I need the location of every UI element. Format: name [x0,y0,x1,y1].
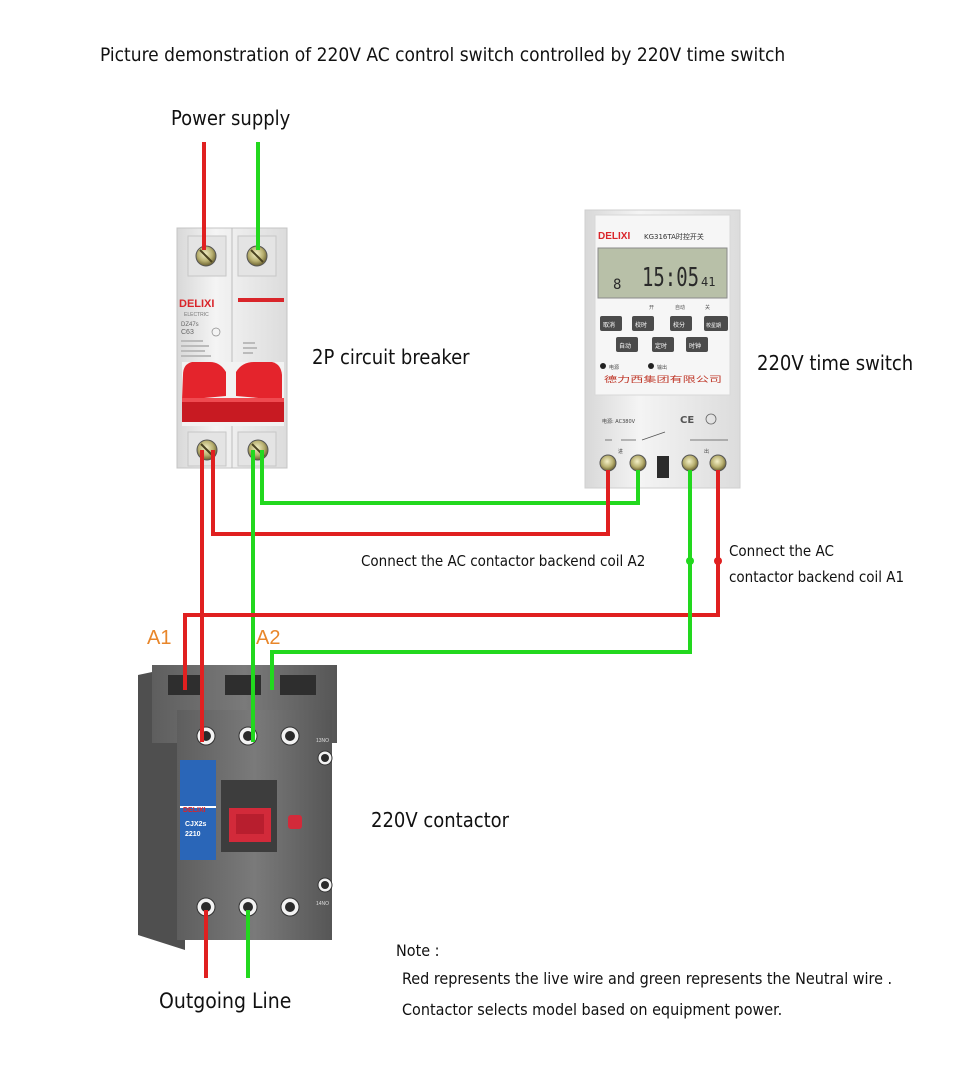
diagram-title: Picture demonstration of 220V AC control… [100,44,786,66]
timer-top-label-2: 自动 [675,304,685,311]
timer-button-4[interactable] [704,316,728,331]
breaker-handle-right [236,362,282,400]
coil-a1-label-line2: contactor backend coil A1 [729,568,905,586]
time-switch-label: 220V time switch [757,351,914,375]
breaker-label: 2P circuit breaker [312,345,470,369]
timer-button-5[interactable] [616,337,638,352]
timer-led-label-2: 输出 [657,364,667,371]
coil-a1-marker [714,557,722,565]
breaker-sub: ELECTRIC [184,312,209,318]
power-supply-label: Power supply [171,106,291,130]
contactor-label: 220V contactor [371,808,510,832]
terminal-a1-label: A1 [147,627,171,649]
contactor-no-bottom: 14NO [316,901,329,907]
timer-button-2-label: 校时 [635,321,647,329]
coil-a2-label: Connect the AC contactor backend coil A2 [361,552,646,570]
timer-in-label: 进 [618,448,623,455]
timer-ccc-icon [705,413,717,425]
timer-display-sec: 41 [701,275,715,289]
contactor-rating: 2210 [185,831,201,838]
breaker-to-timer-live [211,450,610,536]
breaker-specs [181,340,257,357]
circuit-breaker: DELIXI ELECTRIC DZ47s C63 [176,227,288,469]
note-line-1: Red represents the live wire and green r… [402,969,893,988]
breaker-handle-left [182,362,226,400]
timer-to-coil-a1 [183,470,720,690]
timer-out-label: 出 [704,448,709,455]
timer-brand: DELIXI [598,231,630,242]
coil-a1-label-line1: Connect the AC [729,542,834,560]
timer-power-rating: 电源: AC380V [602,418,636,425]
timer-display [597,247,728,299]
timer-schematic [605,431,728,441]
breaker-brand: DELIXI [179,298,214,310]
timer-company: 德力西集团有限公司 [604,374,722,384]
timer-output-led-icon [648,363,654,369]
note-line-2: Contactor selects model based on equipme… [402,1000,783,1019]
breaker-model: DZ47s [181,322,199,328]
terminal-a2-label: A2 [256,627,280,649]
timer-button-7-label: 时钟 [689,342,701,350]
contactor: 13NO DELIXI CJX2s 2210 14NO [138,665,337,950]
timer-terminal-3 [681,454,699,472]
note-heading: Note : [396,941,440,960]
timer-button-4-label: 校星期 [706,322,721,329]
timer-terminal-4 [709,454,727,472]
timer-button-1-label: 取消 [603,321,615,329]
timer-power-led-icon [600,363,606,369]
timer-button-7[interactable] [686,337,708,352]
timer-terminal-1 [599,454,617,472]
time-switch: DELIXI KG316TA时控开关 8 15:05 41 开 自动 关 取消 … [584,209,741,489]
breaker-rating: C63 [181,329,194,336]
timer-display-time: 15:05 [642,263,699,293]
timer-button-5-label: 自动 [619,342,631,350]
breaker-stripe [238,298,284,302]
ccc-mark-icon [211,327,221,337]
timer-ce-mark: CE [680,415,694,426]
timer-button-2[interactable] [632,316,654,331]
timer-model: KG316TA时控开关 [644,232,704,241]
timer-connector-slot [657,456,669,478]
outgoing-line-label: Outgoing Line [159,989,292,1013]
timer-button-3[interactable] [670,316,692,331]
contactor-label-plate [180,760,216,860]
timer-button-1[interactable] [600,316,622,331]
timer-top-label-3: 关 [705,304,710,311]
breaker-to-timer-neutral [260,450,640,505]
contactor-indicator [288,815,302,829]
timer-led-label-1: 电源 [609,364,619,371]
timer-top-label-1: 开 [649,305,654,311]
timer-terminal-2 [629,454,647,472]
contactor-model: CJX2s [185,821,207,828]
timer-button-6-label: 定时 [655,342,667,350]
timer-button-3-label: 校分 [673,321,685,329]
timer-buttons: 取消 校时 校分 校星期 自动 定时 时钟 [600,316,728,352]
timer-display-digit: 8 [613,277,621,293]
coil-a2-marker [686,557,694,565]
contactor-no-top: 13NO [316,738,329,744]
contactor-brand: DELIXI [183,807,206,814]
timer-button-6[interactable] [652,337,674,352]
